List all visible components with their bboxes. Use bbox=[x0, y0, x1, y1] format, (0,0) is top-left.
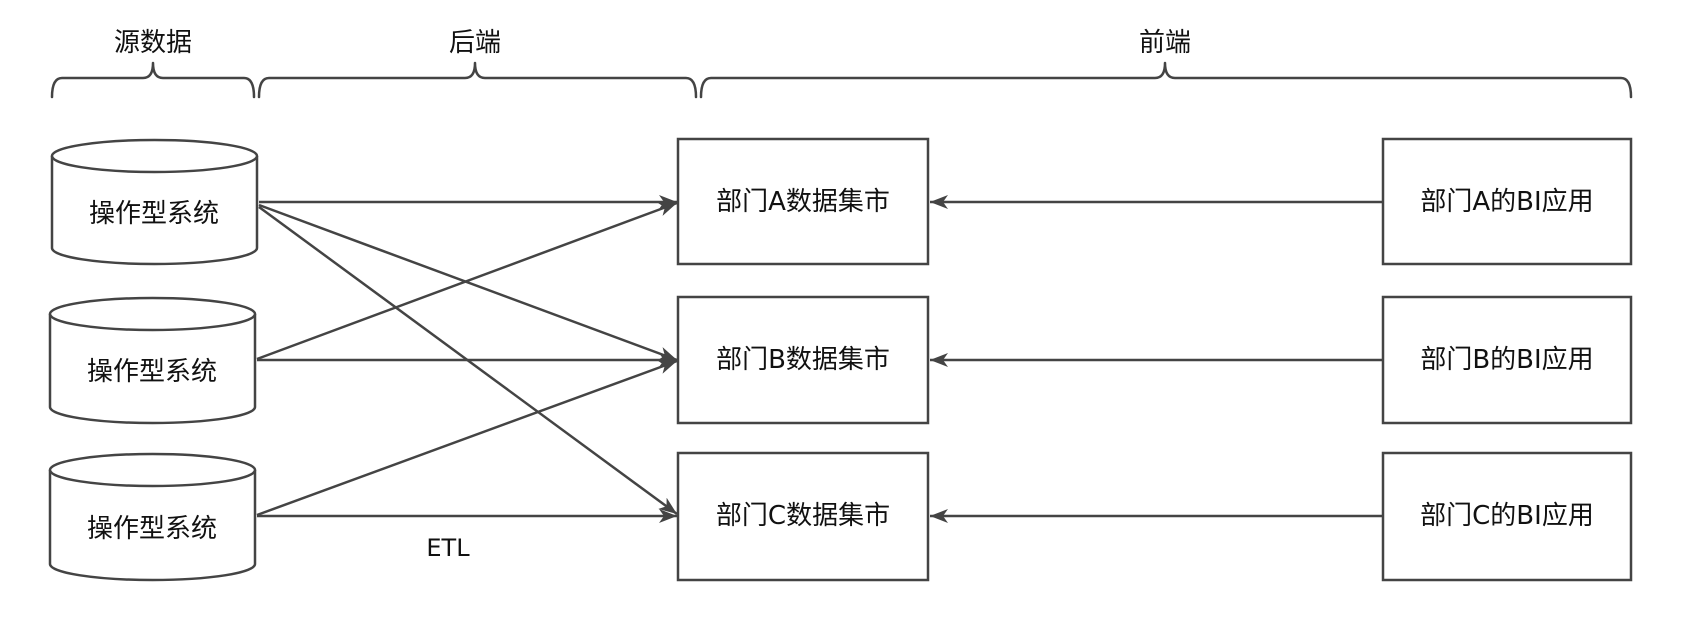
edge-source1-martB bbox=[258, 203, 678, 362]
source-system-2-label: 操作型系统 bbox=[87, 357, 217, 387]
source-system-1: 操作型系统 bbox=[50, 138, 259, 266]
bi-app-a: 部门A的BI应用 bbox=[1381, 137, 1633, 266]
brace-frontend bbox=[699, 61, 1633, 99]
source-system-3: 操作型系统 bbox=[48, 452, 257, 582]
data-mart-c-label: 部门C数据集市 bbox=[716, 501, 890, 531]
data-mart-b: 部门B数据集市 bbox=[676, 295, 930, 425]
header-source: 源数据 bbox=[114, 28, 192, 58]
bi-app-b-label: 部门B的BI应用 bbox=[1420, 345, 1593, 375]
source-system-1-label: 操作型系统 bbox=[89, 199, 219, 229]
edge-source3-martB bbox=[256, 359, 678, 517]
data-mart-a: 部门A数据集市 bbox=[676, 137, 930, 266]
edge-source2-martA bbox=[256, 201, 678, 361]
bi-app-c: 部门C的BI应用 bbox=[1381, 451, 1633, 582]
bi-app-a-label: 部门A的BI应用 bbox=[1420, 187, 1593, 217]
bi-app-c-label: 部门C的BI应用 bbox=[1420, 501, 1594, 531]
etl-label: ETL bbox=[426, 534, 470, 562]
header-backend: 后端 bbox=[449, 28, 501, 58]
data-mart-a-label: 部门A数据集市 bbox=[716, 187, 890, 217]
header-frontend: 前端 bbox=[1139, 28, 1191, 58]
bi-app-b: 部门B的BI应用 bbox=[1381, 295, 1633, 425]
brace-source bbox=[50, 61, 256, 99]
brace-backend bbox=[257, 61, 698, 99]
source-system-2: 操作型系统 bbox=[48, 296, 257, 425]
data-mart-c: 部门C数据集市 bbox=[676, 451, 930, 582]
data-mart-b-label: 部门B数据集市 bbox=[716, 345, 890, 375]
source-system-3-label: 操作型系统 bbox=[87, 514, 217, 544]
